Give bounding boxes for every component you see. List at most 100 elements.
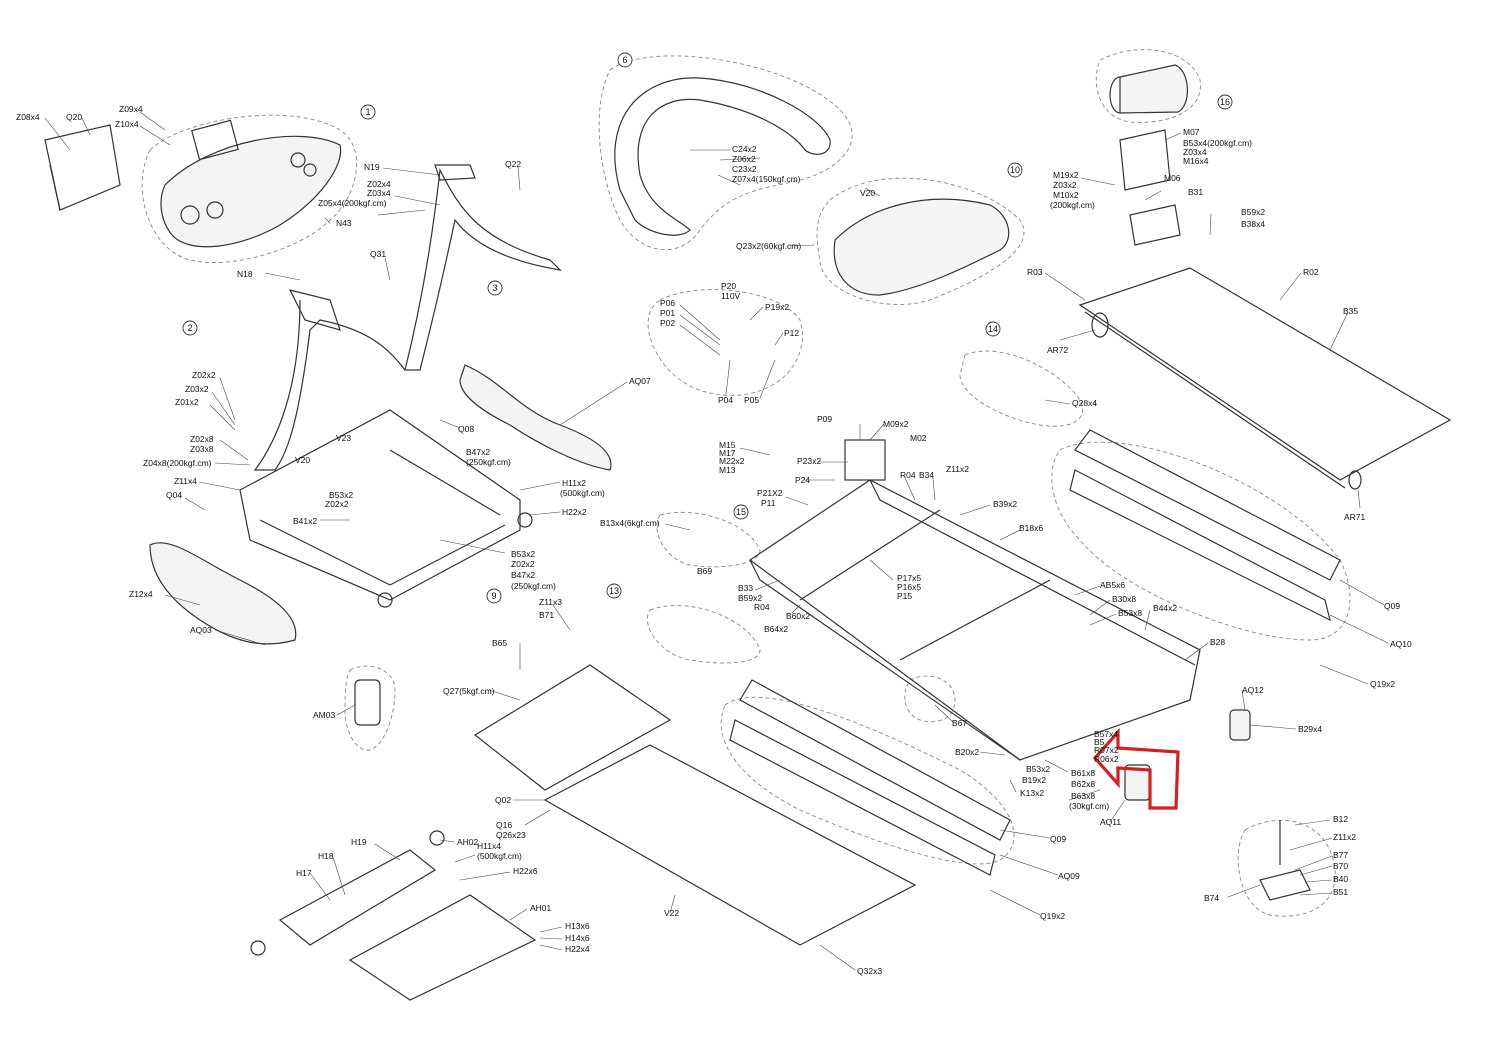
part-label: Q16 [496,820,512,830]
part-label: Z02x2 [325,499,349,509]
part-label: M16x4 [1183,156,1209,166]
part-label: AH01 [530,903,552,913]
callout-1: 1 [360,104,376,120]
console-assembly [160,119,342,248]
part-label: M13 [719,465,736,475]
part-label: B19x2 [1022,775,1046,785]
part-label: B29x4 [1298,724,1322,734]
part-label: Z03x2 [1053,180,1077,190]
callout-2: 2 [182,320,198,336]
deck-belt [1078,267,1452,490]
part-label: P12 [784,328,799,338]
part-label: M15 [719,440,736,450]
svg-text:14: 14 [988,324,998,334]
part-label: B57x4 [1094,729,1118,739]
svg-text:10: 10 [1010,165,1020,175]
part-label: Z12x4 [129,589,153,599]
part-label: Z03x8 [190,444,214,454]
group-outlines [141,49,1351,917]
callout-9: 9 [486,588,502,604]
part-label: Z02x2 [192,370,216,380]
part-label: Q19x2 [1040,911,1065,921]
part-label: Q09 [1384,601,1400,611]
part-label: B34 [919,470,934,480]
part-label: V23 [336,433,351,443]
part-label: B18x6 [1019,523,1043,533]
upright-frame [253,164,562,471]
part-label: H19 [351,837,367,847]
part-label: Z06x2 [732,154,756,164]
part-label: M17 [719,448,736,458]
part-label: AQ03 [190,625,212,635]
part-label: Z05x4(200kgf.cm) [318,198,387,208]
side-cover-aq03 [149,542,297,645]
part-label: P24 [795,475,810,485]
part-label: Q19x2 [1370,679,1395,689]
part-label: B31 [1188,187,1203,197]
part-label: H22x6 [513,866,538,876]
part-label: AR72 [1047,345,1069,355]
callout-16: 16 [1217,94,1233,110]
svg-text:9: 9 [491,591,496,601]
part-label: AM03 [313,710,335,720]
part-label: B13x4(6kgf.cm) [600,518,660,528]
part-label: P09 [817,414,832,424]
part-label: P05 [744,395,759,405]
part-label: Q28x4 [1072,398,1097,408]
part-label: B63x8 [1071,791,1095,801]
part-label: P15 [897,591,912,601]
svg-text:3: 3 [492,283,497,293]
part-label: B51 [1333,887,1348,897]
part-label: B47x2 [466,447,490,457]
part-label: Q22 [505,159,521,169]
part-label: Z04x8(200kgf.cm) [143,458,212,468]
part-label: Q02 [495,795,511,805]
part-label: B35 [1343,306,1358,316]
part-label: Z02x8 [190,434,214,444]
part-label: H11x2 [562,478,586,488]
part-label: B77 [1333,850,1348,860]
part-label: B30x8 [1112,594,1136,604]
part-labels: Z08x4 Q20 Z09x4 Z10x4 N19 Z02x4 Z03x4 Z0… [16,104,1412,976]
part-label: R07x2 [1094,745,1119,755]
part-label: B53x2 [1026,764,1050,774]
part-label: (500kgf.cm) [477,851,522,861]
part-label: Z02x2 [511,559,535,569]
part-label: P17x5 [897,573,921,583]
end-cap-aq12 [1229,709,1251,741]
part-label: B28 [1210,637,1225,647]
part-label: B59x2 [1241,207,1265,217]
part-label: AQ09 [1058,871,1080,881]
part-label: B61x8 [1071,768,1095,778]
part-label: B5 [1094,737,1105,747]
part-label: H17 [296,868,312,878]
wheel-frame [250,830,537,1001]
part-label: Q09 [1050,834,1066,844]
part-label: (500kgf.cm) [560,488,605,498]
bottom-plate [473,664,917,946]
svg-text:13: 13 [609,586,619,596]
part-label: N43 [336,218,352,228]
part-label: B65 [492,638,507,648]
part-label: H13x6 [565,921,590,931]
part-label: Z08x4 [16,112,40,122]
svg-text:15: 15 [736,507,746,517]
highlight-arrow-icon [1092,727,1180,810]
base-frame-9 [239,409,533,608]
svg-text:1: 1 [365,107,370,117]
part-label: P19x2 [765,302,789,312]
part-label: B59x2 [738,593,762,603]
part-label: V20 [295,455,310,465]
part-label: Z10x4 [115,119,139,129]
part-label: M06 [1164,173,1181,183]
leader-lines [44,111,1389,971]
part-label: C23x2 [732,164,757,174]
part-label: M10x2 [1053,190,1079,200]
lift-motor-am03 [354,679,381,726]
svg-text:16: 16 [1220,97,1230,107]
side-cover-aq07 [459,364,612,471]
part-label: B53x2 [511,549,535,559]
part-label: Z11x2 [946,464,969,474]
part-label: B67 [952,718,967,728]
motor-bracket [1119,129,1181,246]
